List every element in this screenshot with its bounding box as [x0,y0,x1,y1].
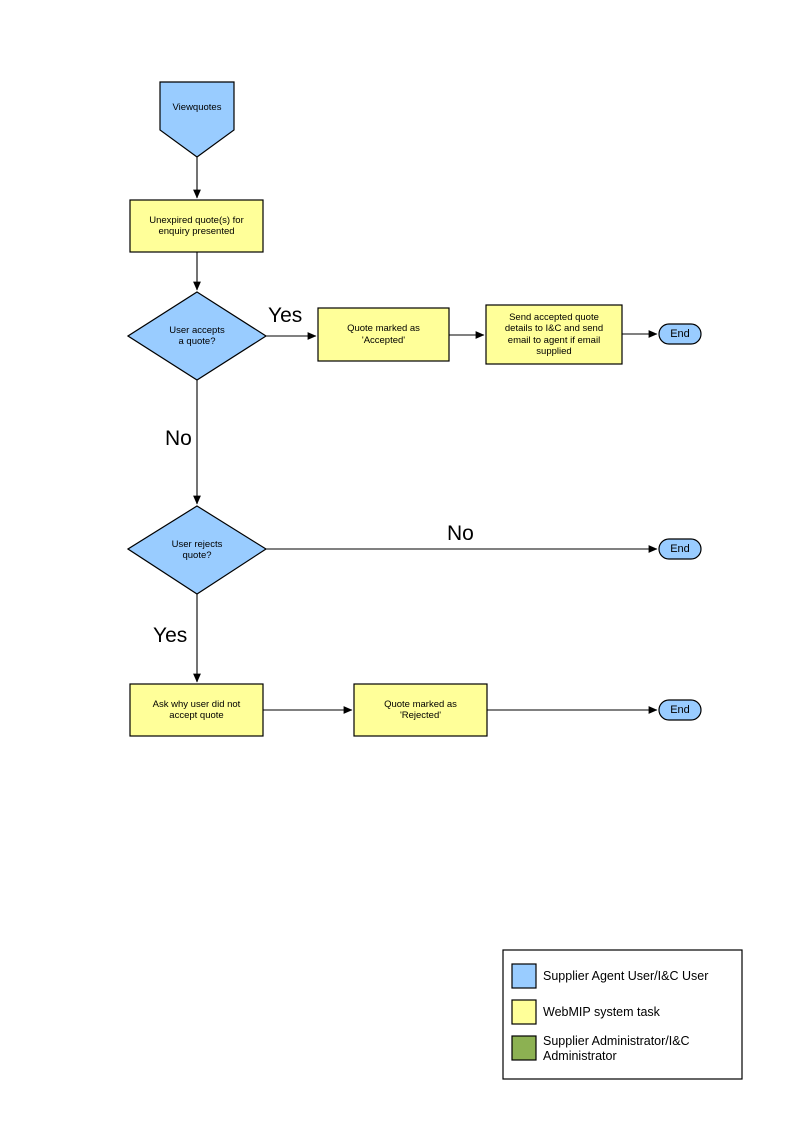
edge-label-no-accepts: No [165,427,192,450]
node-end-1-shape[interactable] [658,323,702,345]
legend-swatch-supplier-agent [511,963,537,989]
edge-label-no-rejects: No [447,522,474,545]
legend-label-webmip-system: WebMIP system task [543,1005,660,1019]
node-end-2-shape[interactable] [658,538,702,560]
shapes-layer [126,81,702,737]
legend-swatch-supplier-admin [511,1035,537,1061]
edge-label-yes-rejects: Yes [153,624,188,647]
legend-label-supplier-agent: Supplier Agent User/I&C User [543,969,709,983]
node-decision-rejects-shape[interactable] [126,505,268,595]
node-send-details-shape[interactable] [485,304,623,365]
node-start-shape[interactable] [159,81,235,158]
node-quote-rejected-shape[interactable] [353,683,488,737]
node-ask-why-shape[interactable] [129,683,264,737]
legend-swatch-webmip-system [511,999,537,1025]
legend-box [502,949,743,1080]
legend-frame [502,949,743,1080]
edges-layer [193,157,658,714]
node-quote-accepted-shape[interactable] [317,307,450,362]
node-end-3-shape[interactable] [658,699,702,721]
node-decision-accepts-shape[interactable] [126,291,268,381]
edge-label-yes-accepts: Yes [268,304,303,327]
node-unexpired-shape[interactable] [129,199,264,253]
